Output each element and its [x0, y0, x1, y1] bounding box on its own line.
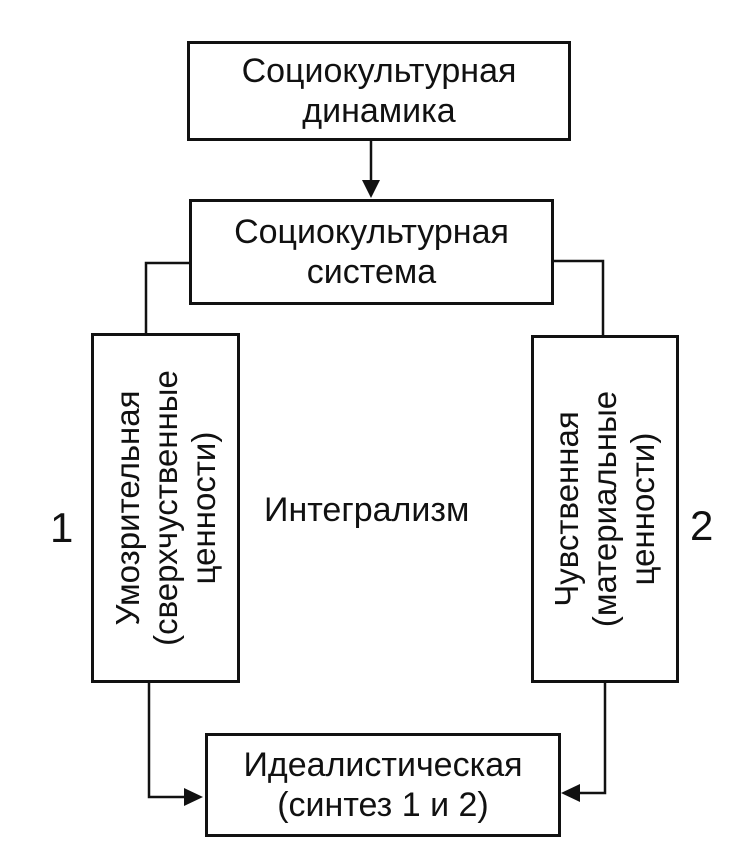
box-sensual-line3: ценности) — [624, 432, 661, 586]
number-right: 2 — [690, 502, 714, 549]
arrowhead-down — [362, 180, 380, 198]
box-sociocultural-dynamics: Социокультурная динамика — [187, 41, 571, 141]
connector-system-to-sensual — [552, 259, 605, 338]
box-dynamics-line2: динамика — [302, 92, 456, 130]
arrowhead-right — [184, 788, 203, 806]
connector-sensual-to-idealistic — [574, 682, 607, 795]
box-system-line1: Социокультурная — [234, 213, 509, 251]
box-speculative-line2: (сверхчуственные — [146, 370, 184, 646]
box-sensual-text: Чувственная (материальные ценности) — [548, 391, 662, 627]
box-speculative-text: Умозрительная (сверхчуственные ценности) — [109, 370, 223, 646]
box-sociocultural-dynamics-text: Социокультурная динамика — [242, 51, 517, 131]
box-idealistic-line1: Идеалистическая — [243, 746, 523, 784]
connector-speculative-to-idealistic — [147, 682, 190, 799]
box-sociocultural-system-text: Социокультурная система — [234, 212, 509, 292]
box-idealistic-text: Идеалистическая (синтез 1 и 2) — [243, 745, 522, 825]
box-sensual-line2: (материальные — [586, 390, 623, 628]
box-speculative-line1: Умозрительная — [108, 390, 146, 626]
box-system-line2: система — [306, 253, 437, 291]
connector-system-to-speculative — [144, 261, 190, 336]
number-left: 1 — [50, 504, 74, 551]
box-speculative: Умозрительная (сверхчуственные ценности) — [91, 333, 240, 683]
box-speculative-line3: ценности) — [184, 431, 222, 585]
box-idealistic: Идеалистическая (синтез 1 и 2) — [205, 733, 561, 837]
arrowhead-left — [561, 784, 580, 802]
box-sensual-line1: Чувственная — [548, 411, 585, 607]
box-dynamics-line1: Социокультурная — [241, 52, 517, 90]
center-label-integralism: Интегрализм — [264, 491, 470, 529]
box-sociocultural-system: Социокультурная система — [189, 199, 554, 305]
box-sensual: Чувственная (материальные ценности) — [531, 335, 679, 683]
box-idealistic-line2: (синтез 1 и 2) — [277, 786, 489, 824]
